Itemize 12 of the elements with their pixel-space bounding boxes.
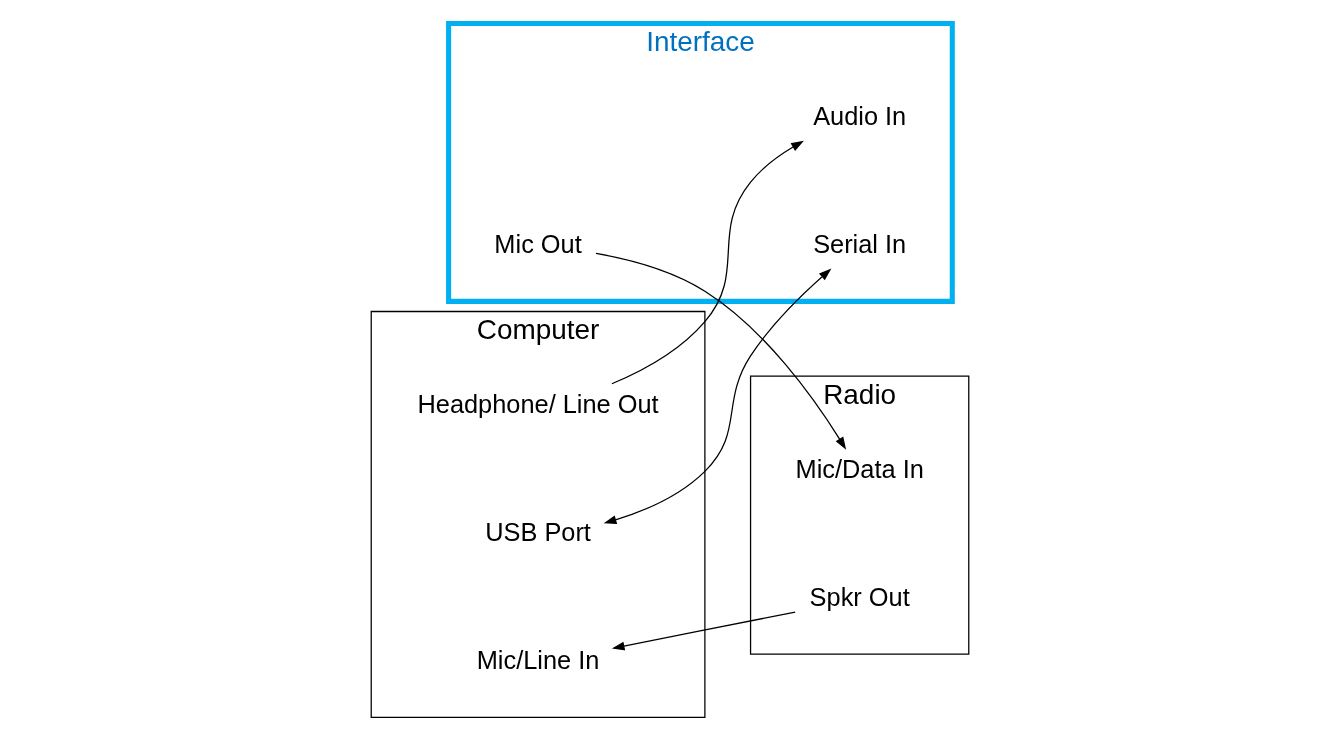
node-text: Headphone/ Line Out [417, 390, 659, 418]
arrow [611, 140, 804, 385]
arrow [611, 611, 796, 651]
arrow [603, 268, 832, 524]
node-text: Spkr Out [809, 582, 910, 611]
arrow [595, 252, 847, 450]
node-text: USB Port [485, 518, 591, 547]
node-text: Mic/Data In [795, 454, 924, 483]
node-text: Serial In [813, 230, 907, 259]
node-text: Audio In [813, 102, 907, 131]
node-text: Mic Out [494, 230, 582, 259]
node-text: Mic/Line In [476, 646, 600, 675]
